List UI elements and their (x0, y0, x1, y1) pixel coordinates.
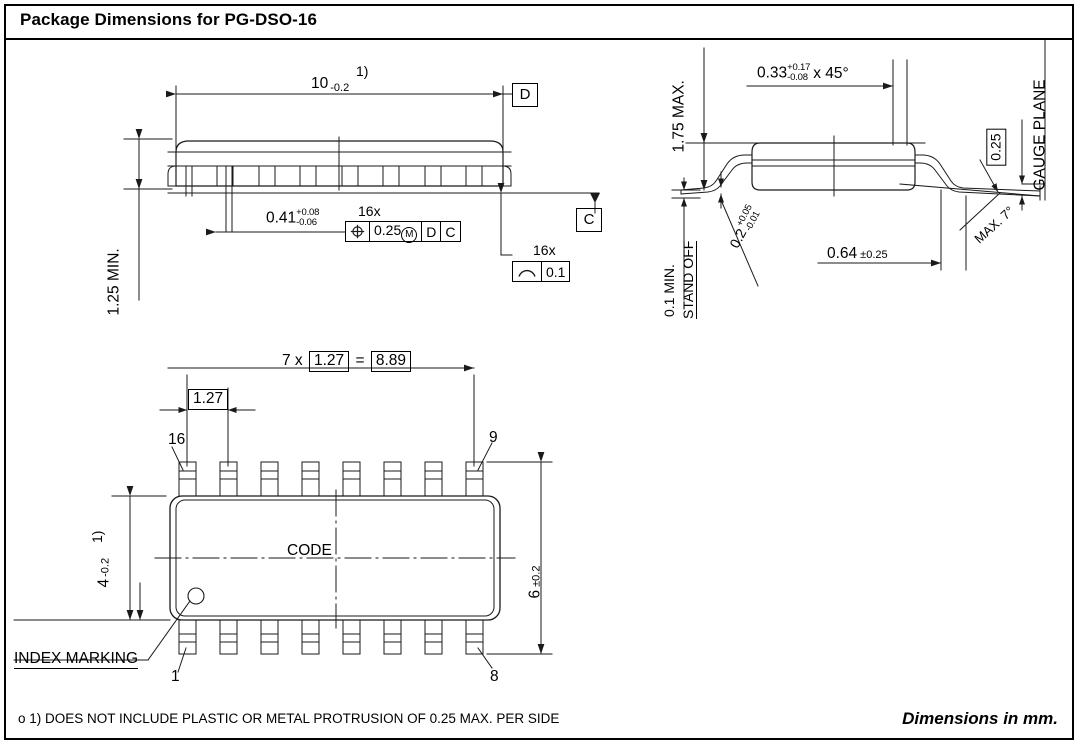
drawing-footnote: o 1) DOES NOT INCLUDE PLASTIC OR METAL P… (18, 711, 560, 726)
page-title: Package Dimensions for PG-DSO-16 (20, 10, 318, 29)
standoff-label: STAND OFF (680, 240, 697, 319)
pin-number-8: 8 (490, 668, 499, 685)
position-symbol (345, 221, 370, 242)
datum-feature-d: D (512, 83, 538, 107)
foot-length-dimension: 0.64±0.25 (827, 245, 888, 262)
total-span-basic-box: 8.89 (370, 351, 412, 373)
position-datum-c: C (440, 221, 461, 242)
front-width-footnote: 1) (356, 63, 369, 79)
units-note: Dimensions in mm. (902, 709, 1058, 728)
pitch-basic-box: 1.27 (309, 351, 350, 373)
gauge-plane-label: GAUGE PLANE (1031, 79, 1049, 191)
front-width-dimension: 10-0.2 (311, 75, 350, 94)
front-height-dimension: 1.25 MIN. (105, 248, 123, 316)
mmc-modifier-icon: M (401, 227, 418, 243)
body-width-dimension: 4-0.2 (95, 557, 113, 588)
coplanarity-feature-control-frame: 0.1 (512, 261, 571, 282)
position-fcf-count: 16x (358, 203, 381, 219)
position-datum-d: D (421, 221, 442, 242)
gauge-plane-dimension: 0.25 (986, 128, 1006, 166)
pin-number-16: 16 (168, 431, 186, 448)
drawing-border (4, 4, 1074, 740)
side-total-height: 1.75 MAX. (670, 80, 688, 153)
pin-number-1: 1 (171, 668, 180, 685)
index-marking-label: INDEX MARKING (14, 650, 139, 669)
pin-number-9: 9 (489, 429, 498, 446)
coplanarity-fcf-count: 16x (533, 242, 556, 258)
title-bar (6, 6, 1072, 40)
pitch-detail-dimension: 1.27 (188, 389, 229, 411)
datum-feature-c: C (576, 208, 602, 232)
pitch-dimension-string: 7 x 1.27 = 8.89 (282, 351, 412, 373)
code-marking-label: CODE (287, 542, 332, 559)
profile-line-symbol (512, 261, 542, 282)
standoff-min-dimension: 0.1 MIN. (661, 264, 677, 317)
coplanarity-tolerance-cell: 0.1 (540, 261, 571, 282)
body-length-dimension: 6±0.2 (526, 565, 544, 599)
body-width-footnote: 1) (89, 530, 105, 543)
lead-width-dimension: 0.41+0.08-0.06 (266, 207, 320, 228)
